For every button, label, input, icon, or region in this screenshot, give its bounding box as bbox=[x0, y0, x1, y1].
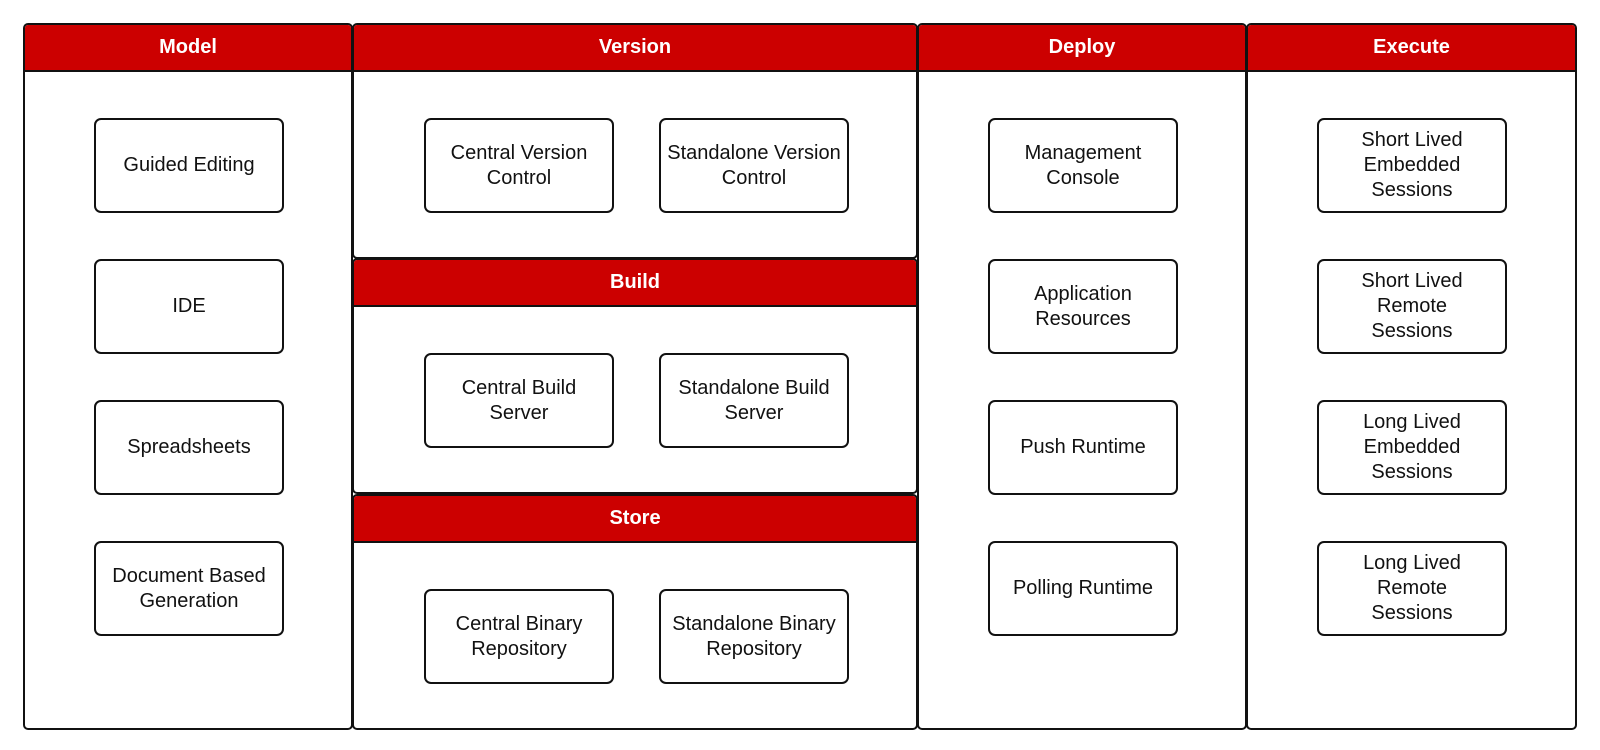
application-resources-label: Application Resources bbox=[1034, 282, 1132, 330]
standalone-build-server-box: Standalone Build Server bbox=[659, 353, 849, 448]
spreadsheets-label: Spreadsheets bbox=[127, 436, 251, 458]
guided-editing-label: Guided Editing bbox=[123, 154, 255, 176]
build-panel: Build Central Build Server Standalone Bu… bbox=[352, 258, 918, 494]
long-lived-embedded-sessions-label: Long Lived Embedded Sessions bbox=[1363, 411, 1461, 483]
polling-runtime-label: Polling Runtime bbox=[1012, 577, 1154, 599]
deploy-header: Deploy bbox=[919, 25, 1245, 72]
standalone-binary-repository-label: Standalone Binary Repository bbox=[672, 612, 836, 660]
document-based-generation-label: Document Based Generation bbox=[112, 564, 266, 612]
application-resources-box: Application Resources bbox=[988, 259, 1178, 354]
spreadsheets-box: Spreadsheets bbox=[94, 400, 284, 495]
execute-panel: Execute Short Lived Embedded Sessions Sh… bbox=[1246, 23, 1577, 730]
push-runtime-box: Push Runtime bbox=[988, 400, 1178, 495]
long-lived-remote-sessions-label: Long Lived Remote Sessions bbox=[1363, 552, 1461, 624]
ide-label: IDE bbox=[172, 295, 206, 317]
standalone-version-control-box: Standalone Version Control bbox=[659, 118, 849, 213]
store-header: Store bbox=[354, 496, 916, 543]
model-panel: Model Guided Editing IDE Spreadsheets Do… bbox=[23, 23, 353, 730]
store-panel: Store Central Binary Repository Standalo… bbox=[352, 494, 918, 730]
version-header: Version bbox=[354, 25, 916, 72]
ide-box: IDE bbox=[94, 259, 284, 354]
build-header: Build bbox=[354, 260, 916, 307]
management-console-label: Management Console bbox=[1024, 141, 1142, 189]
push-runtime-label: Push Runtime bbox=[1020, 436, 1146, 458]
management-console-box: Management Console bbox=[988, 118, 1178, 213]
document-based-generation-box: Document Based Generation bbox=[94, 541, 284, 636]
version-panel: Version Central Version Control Standalo… bbox=[352, 23, 918, 259]
polling-runtime-box: Polling Runtime bbox=[988, 541, 1178, 636]
long-lived-remote-sessions-box: Long Lived Remote Sessions bbox=[1317, 541, 1507, 636]
short-lived-embedded-sessions-label: Short Lived Embedded Sessions bbox=[1361, 129, 1463, 201]
short-lived-remote-sessions-box: Short Lived Remote Sessions bbox=[1317, 259, 1507, 354]
long-lived-embedded-sessions-box: Long Lived Embedded Sessions bbox=[1317, 400, 1507, 495]
short-lived-remote-sessions-label: Short Lived Remote Sessions bbox=[1361, 270, 1463, 342]
central-binary-repository-box: Central Binary Repository bbox=[424, 589, 614, 684]
central-build-server-label: Central Build Server bbox=[461, 376, 577, 424]
central-version-control-label: Central Version Control bbox=[450, 141, 588, 189]
central-version-control-box: Central Version Control bbox=[424, 118, 614, 213]
central-build-server-box: Central Build Server bbox=[424, 353, 614, 448]
deploy-panel: Deploy Management Console Application Re… bbox=[917, 23, 1247, 730]
execute-header: Execute bbox=[1248, 25, 1575, 72]
standalone-build-server-label: Standalone Build Server bbox=[678, 376, 830, 424]
model-header: Model bbox=[25, 25, 351, 72]
short-lived-embedded-sessions-box: Short Lived Embedded Sessions bbox=[1317, 118, 1507, 213]
standalone-version-control-label: Standalone Version Control bbox=[667, 141, 841, 189]
central-binary-repository-label: Central Binary Repository bbox=[455, 612, 583, 660]
guided-editing-box: Guided Editing bbox=[94, 118, 284, 213]
standalone-binary-repository-box: Standalone Binary Repository bbox=[659, 589, 849, 684]
